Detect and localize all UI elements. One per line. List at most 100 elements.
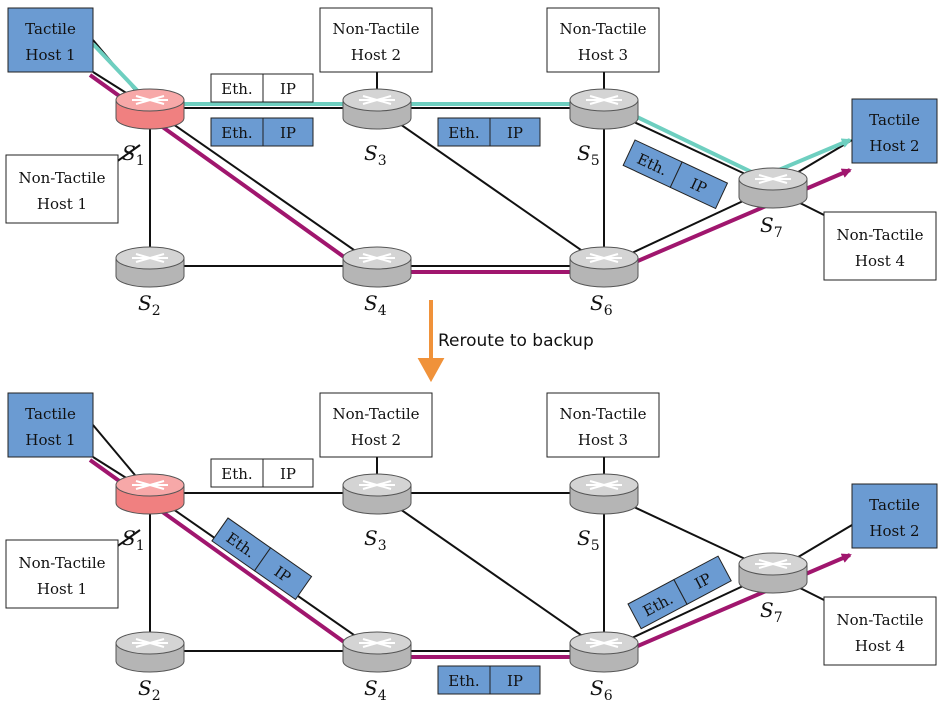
- router-arrows-icon: [586, 253, 622, 263]
- switch-s5: [569, 88, 639, 130]
- packet-s6-s7: Eth.IP: [627, 555, 732, 630]
- switch-s2: [115, 246, 185, 288]
- host-label-line1: Non-Tactile: [836, 611, 923, 629]
- host-label-line2: Host 1: [37, 195, 87, 213]
- host-label-line1: Tactile: [25, 405, 76, 423]
- switch-label-s4: S4: [364, 291, 387, 319]
- host-label-line1: Tactile: [869, 496, 920, 514]
- router-arrows-icon: [586, 638, 622, 648]
- link-s3-s6: [376, 492, 605, 652]
- switch-label-s2: S2: [138, 676, 161, 701]
- switch-s2: [115, 631, 185, 673]
- link-s3-s6: [376, 107, 605, 267]
- switch-label-s1: S1: [122, 141, 145, 169]
- packet-eth-label: Eth.: [448, 124, 479, 142]
- router-arrows-icon: [586, 480, 622, 490]
- switch-s7: [738, 167, 808, 209]
- switch-label-s3: S3: [364, 526, 387, 554]
- switch-label-s2: S2: [138, 291, 161, 319]
- reroute-arrow: [417, 300, 445, 383]
- router-arrows-icon: [755, 174, 791, 184]
- switch-s4: [342, 631, 412, 673]
- host-label-line2: Host 2: [869, 137, 919, 155]
- packet-s4-s6: Eth. IP: [437, 665, 541, 695]
- switch-s3: [342, 473, 412, 515]
- packet-s5-s7: Eth.IP: [622, 139, 729, 210]
- router-arrows-icon: [586, 95, 622, 105]
- packet-ip-label: IP: [507, 672, 523, 690]
- host-label-line1: Non-Tactile: [332, 405, 419, 423]
- switch-label-s7: S7: [760, 598, 783, 626]
- packet-s1-s3: Eth. IP: [210, 117, 314, 147]
- switch-s6: [569, 631, 639, 673]
- host-label-line2: Host 1: [25, 431, 75, 449]
- switch-label-s5: S5: [577, 526, 600, 554]
- packet-eth-label: Eth.: [221, 124, 252, 142]
- switch-s1: [115, 88, 185, 130]
- switch-label-s4: S4: [364, 676, 387, 701]
- host-label-line2: Host 2: [351, 431, 401, 449]
- packet-eth-label: Eth.: [221, 465, 252, 483]
- packet-ip-label: IP: [507, 124, 523, 142]
- router-arrows-icon: [359, 638, 395, 648]
- packet-tactile-unencapsulated: Eth. IP: [210, 458, 314, 488]
- router-arrows-icon: [359, 253, 395, 263]
- host-label-line1: Non-Tactile: [18, 554, 105, 572]
- packet-ip-label: IP: [280, 124, 296, 142]
- host-label-line1: Tactile: [869, 111, 920, 129]
- switch-s7: [738, 552, 808, 594]
- switch-s1: [115, 473, 185, 515]
- host-label-line2: Host 1: [37, 580, 87, 598]
- switch-label-s3: S3: [364, 141, 387, 169]
- packet-ip-label: IP: [692, 569, 715, 592]
- router-arrows-icon: [132, 480, 168, 490]
- switch-label-s7: S7: [760, 213, 783, 241]
- packet-ip-label: IP: [280, 465, 296, 483]
- router-arrows-icon: [755, 559, 791, 569]
- host-label-line2: Host 2: [869, 522, 919, 540]
- host-label-line2: Host 4: [855, 252, 905, 270]
- host-label-line2: Host 4: [855, 637, 905, 655]
- switch-s3: [342, 88, 412, 130]
- host-label-line1: Non-Tactile: [559, 405, 646, 423]
- switch-s6: [569, 246, 639, 288]
- packet-s3-s5: Eth. IP: [437, 117, 541, 147]
- host-label-line1: Non-Tactile: [18, 169, 105, 187]
- reroute-caption: Reroute to backup: [438, 331, 594, 351]
- host-label-line1: Non-Tactile: [559, 20, 646, 38]
- host-label-line1: Non-Tactile: [836, 226, 923, 244]
- packet-tactile-unencapsulated: Eth. IP: [210, 73, 314, 103]
- router-arrows-icon: [132, 95, 168, 105]
- packet-eth-label: Eth.: [448, 672, 479, 690]
- switch-label-s1: S1: [122, 526, 145, 554]
- host-label-line2: Host 1: [25, 46, 75, 64]
- host-label-line1: Tactile: [25, 20, 76, 38]
- switch-s4: [342, 246, 412, 288]
- link-s1-s4: [149, 107, 378, 267]
- switch-label-s6: S6: [590, 291, 613, 319]
- host-label-line2: Host 3: [578, 431, 628, 449]
- switch-label-s5: S5: [577, 141, 600, 169]
- router-arrows-icon: [359, 95, 395, 105]
- host-label-line2: Host 2: [351, 46, 401, 64]
- packet-eth-label: Eth.: [221, 80, 252, 98]
- switch-label-s6: S6: [590, 676, 613, 701]
- packet-ip-label: IP: [280, 80, 296, 98]
- router-arrows-icon: [359, 480, 395, 490]
- packet-ip-label: IP: [687, 175, 709, 198]
- router-arrows-icon: [132, 638, 168, 648]
